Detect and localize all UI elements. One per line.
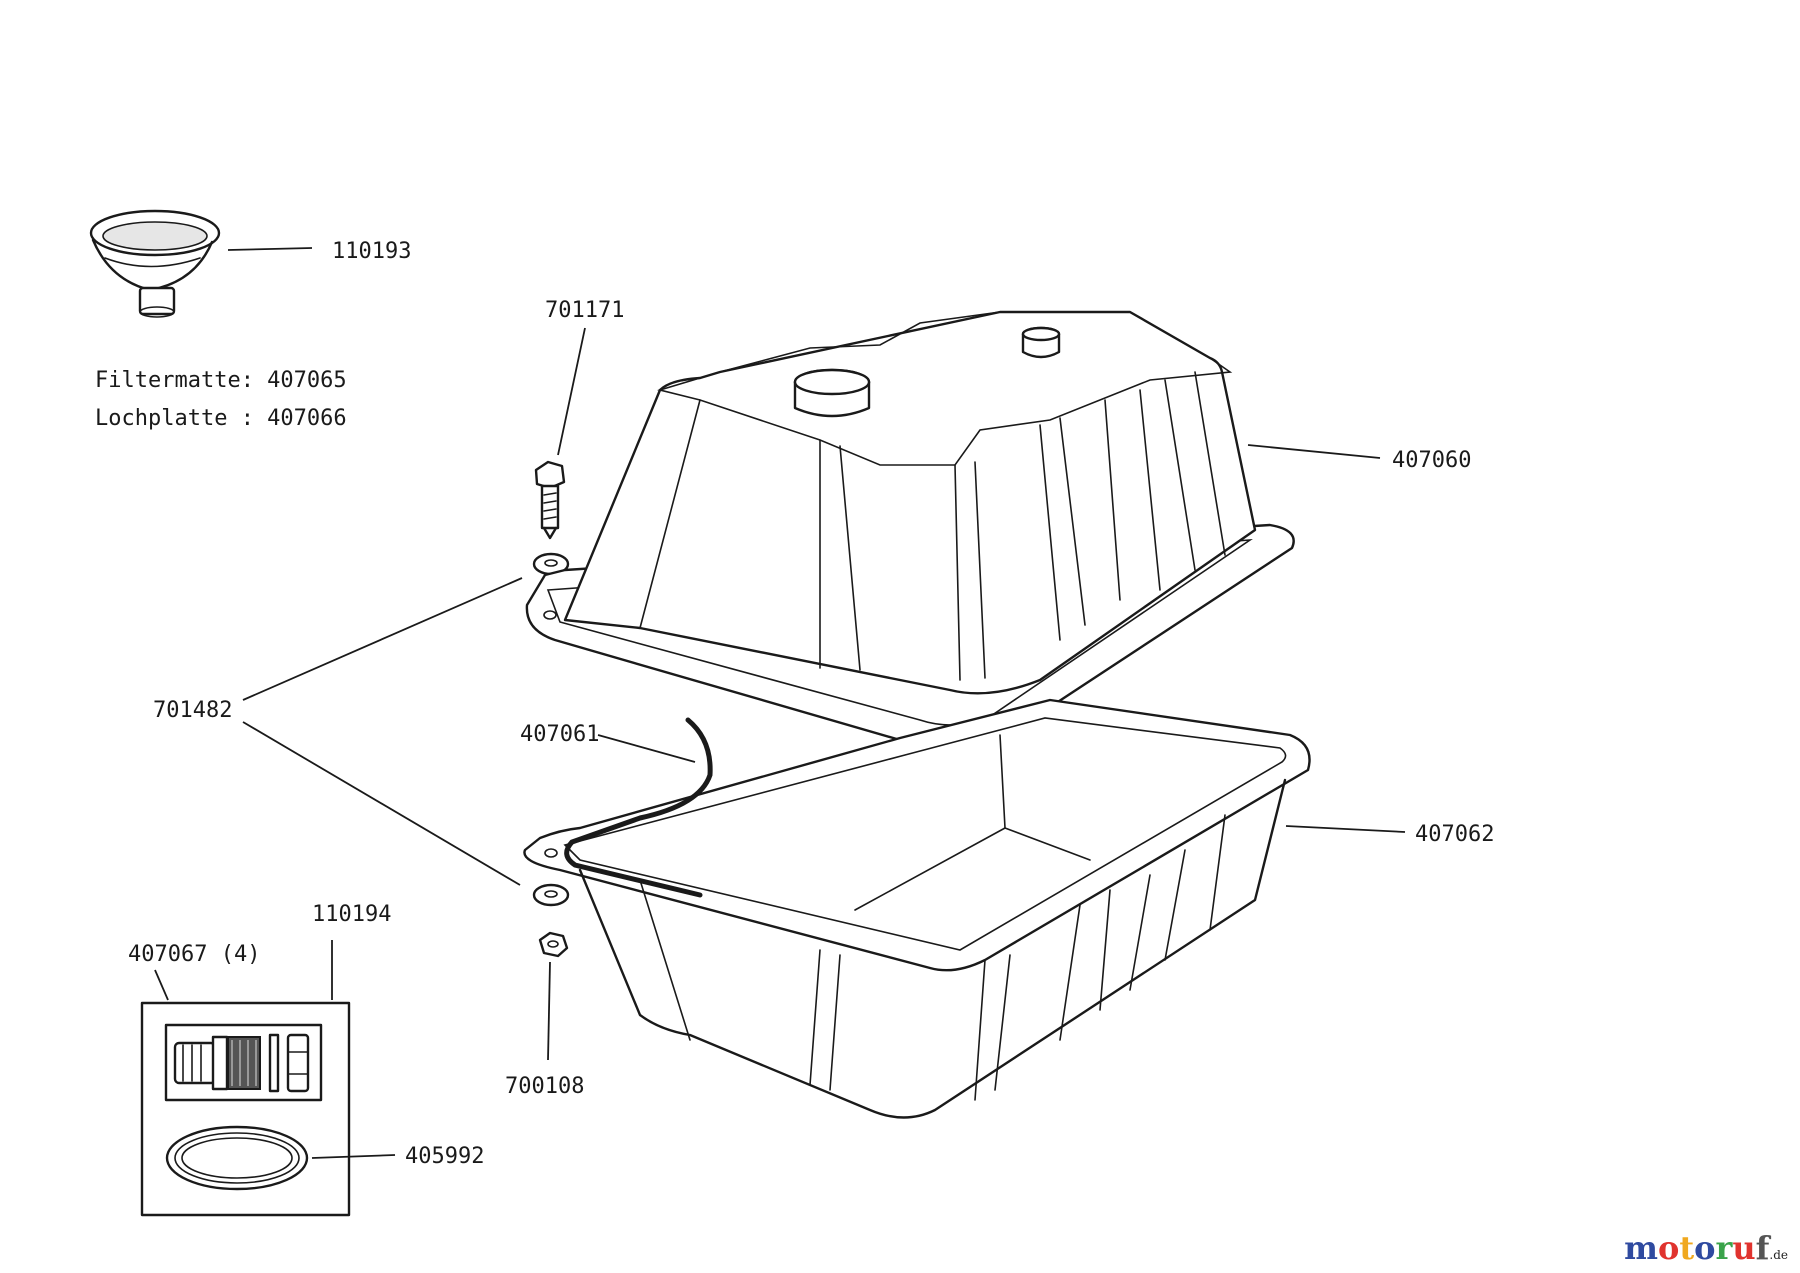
note-lochplatte: Lochplatte : 407066 bbox=[95, 406, 347, 431]
part-label-701482: 701482 bbox=[153, 698, 232, 723]
kit-box bbox=[140, 1001, 351, 1217]
kit-fitting-leader-a bbox=[154, 969, 169, 1001]
part-label-701171: 701171 bbox=[545, 298, 624, 323]
watermark-letter: m bbox=[1624, 1229, 1659, 1267]
washer-upper bbox=[532, 552, 570, 576]
watermark-letter: f bbox=[1755, 1229, 1770, 1267]
funnel-drawing bbox=[89, 209, 221, 318]
part-label-407060: 407060 bbox=[1392, 448, 1471, 473]
watermark-logo: motoruf.de bbox=[1624, 1229, 1788, 1267]
part-label-700108: 700108 bbox=[505, 1074, 584, 1099]
funnel-leader bbox=[227, 247, 313, 251]
watermark-text: motoruf bbox=[1624, 1229, 1769, 1267]
watermark-letter: r bbox=[1715, 1229, 1733, 1267]
watermark-letter: o bbox=[1694, 1229, 1716, 1267]
bolt-drawing bbox=[534, 460, 566, 540]
tank-top-drawing bbox=[525, 310, 1295, 749]
tank-bottom-drawing bbox=[523, 698, 1311, 1119]
washer-leader-lower bbox=[242, 721, 521, 886]
gasket-leader bbox=[311, 1154, 396, 1159]
part-label-407062: 407062 bbox=[1415, 822, 1494, 847]
hose-leader bbox=[597, 734, 696, 763]
part-label-407061: 407061 bbox=[520, 722, 599, 747]
tank-top-leader bbox=[1247, 444, 1381, 459]
washer-lower bbox=[532, 883, 570, 907]
nut-leader bbox=[547, 961, 551, 1061]
tank-bottom-leader bbox=[1285, 825, 1406, 833]
nut-drawing bbox=[538, 931, 569, 958]
watermark-letter: u bbox=[1732, 1229, 1756, 1267]
part-label-110193: 110193 bbox=[332, 239, 411, 264]
watermark-suffix: .de bbox=[1769, 1248, 1788, 1262]
watermark-letter: t bbox=[1679, 1229, 1695, 1267]
hose-drawing bbox=[564, 717, 713, 898]
washer-leader-upper bbox=[242, 577, 523, 701]
watermark-letter: o bbox=[1658, 1229, 1680, 1267]
part-label-110194: 110194 bbox=[312, 902, 391, 927]
note-filtermatte: Filtermatte: 407065 bbox=[95, 368, 347, 393]
part-label-405992: 405992 bbox=[405, 1144, 484, 1169]
bolt-leader bbox=[557, 327, 586, 456]
part-label-407067: 407067 (4) bbox=[128, 942, 260, 967]
